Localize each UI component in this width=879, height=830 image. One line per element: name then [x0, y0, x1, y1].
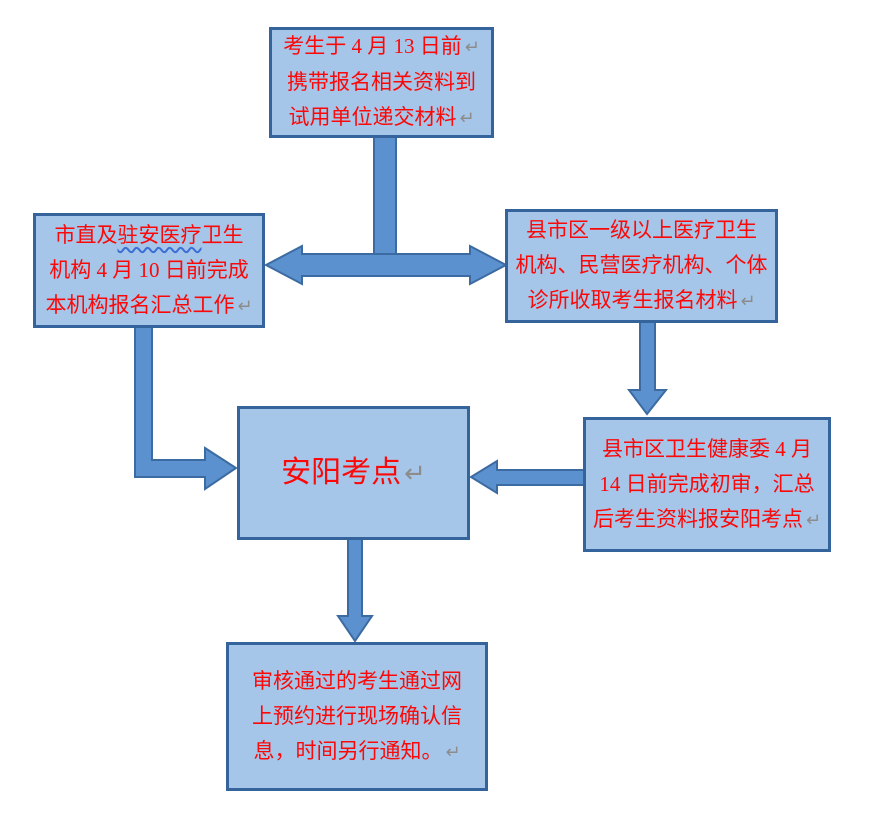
box-text: 上预约进行现场确认信	[252, 703, 462, 728]
box-text: 携带报名相关资料到	[287, 70, 476, 94]
box-text-line: 14 日前完成初审，汇总	[599, 467, 814, 502]
flow-box-anyang-test-site: 安阳考点↵	[237, 406, 470, 540]
flow-box-county-health-commission: 县市区卫生健康委 4 月 14 日前完成初审，汇总 后考生资料报安阳考点↵	[583, 417, 831, 552]
paragraph-return-icon: ↵	[459, 108, 475, 129]
box-text-line: 考生于 4 月 13 日前↵	[283, 29, 480, 65]
paragraph-return-icon: ↵	[404, 458, 426, 489]
box-text: 机构、民营医疗机构、个体	[515, 253, 768, 277]
box-text-line: 试用单位递交材料↵	[288, 100, 474, 136]
box-text: 机构 4 月 10 日前完成	[49, 257, 249, 282]
box-text: 息，时间另行通知。	[253, 738, 443, 763]
box-text-line: 后考生资料报安阳考点↵	[593, 502, 821, 538]
box-text: 试用单位递交材料	[288, 105, 457, 129]
box-text: 诊所收取考生报名材料	[527, 288, 738, 312]
box-text: 卫生	[201, 222, 244, 247]
paragraph-return-icon: ↵	[740, 291, 756, 312]
paragraph-return-icon: ↵	[464, 37, 480, 58]
paragraph-return-icon: ↵	[445, 741, 461, 763]
arrow-lowerright-to-center	[469, 459, 585, 495]
flow-box-onsite-confirmation: 审核通过的考生通过网 上预约进行现场确认信 息，时间另行通知。↵	[226, 642, 488, 791]
flow-box-municipal-institutions: 市直及驻安医疗卫生 机构 4 月 10 日前完成 本机构报名汇总工作↵	[33, 213, 265, 328]
box-text: 考生于 4 月 13 日前	[283, 34, 462, 58]
arrow-center-to-bottom	[336, 538, 374, 643]
box-text: 后考生资料报安阳考点	[592, 506, 803, 531]
box-text-line: 市直及驻安医疗卫生	[55, 218, 244, 253]
box-text-line: 本机构报名汇总工作↵	[45, 288, 252, 324]
paragraph-return-icon: ↵	[237, 295, 253, 317]
box-text: 安阳考点	[281, 455, 402, 489]
box-text: 审核通过的考生通过网	[252, 668, 462, 693]
box-text-line: 县市区卫生健康委 4 月	[602, 432, 812, 467]
spellcheck-underlined-text: 驻安医疗	[117, 222, 202, 247]
flow-box-county-institutions: 县市区一级以上医疗卫生 机构、民营医疗机构、个体 诊所收取考生报名材料↵	[505, 209, 778, 323]
box-text-line: 机构、民营医疗机构、个体	[516, 248, 768, 283]
box-text: 本机构报名汇总工作	[45, 292, 235, 317]
box-text-line: 息，时间另行通知。↵	[253, 734, 460, 770]
box-text-line: 县市区一级以上医疗卫生	[526, 213, 757, 248]
arrow-elbow-left-to-center	[134, 325, 238, 491]
box-text-line: 机构 4 月 10 日前完成	[49, 253, 249, 288]
paragraph-return-icon: ↵	[805, 509, 822, 531]
box-text-line: 上预约进行现场确认信	[252, 699, 462, 734]
box-text: 市直及	[54, 222, 118, 247]
box-text-line: 诊所收取考生报名材料↵	[527, 283, 755, 319]
box-text-line: 安阳考点↵	[281, 455, 426, 492]
connector-top-stem	[373, 134, 397, 256]
box-text: 县市区卫生健康委 4 月	[602, 436, 812, 461]
box-text-line: 审核通过的考生通过网	[252, 664, 462, 699]
arrow-right-box-down	[627, 321, 669, 416]
flow-box-candidate-submission: 考生于 4 月 13 日前↵ 携带报名相关资料到 试用单位递交材料↵	[269, 27, 494, 138]
box-text-line: 携带报名相关资料到	[287, 65, 476, 100]
box-text: 县市区一级以上医疗卫生	[526, 218, 757, 242]
box-text: 14 日前完成初审，汇总	[599, 471, 815, 496]
